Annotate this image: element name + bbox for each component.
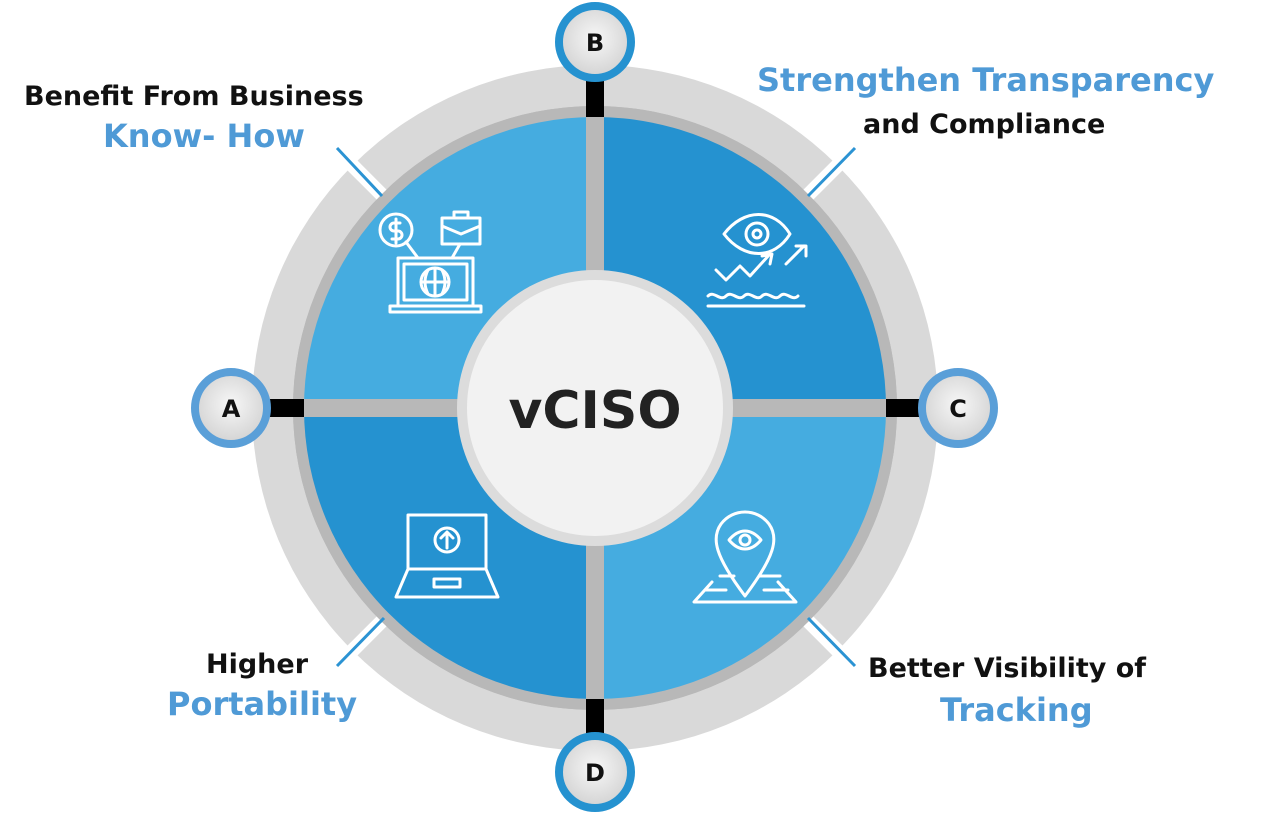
pointer-lines: [335, 146, 857, 668]
marker-d: D: [555, 732, 635, 812]
benefit-3-subtitle: Portability: [167, 685, 358, 723]
business-laptop-icon: [378, 210, 483, 314]
marker-b: B: [555, 2, 635, 82]
svg-text:C: C: [949, 395, 967, 423]
svg-text:A: A: [222, 395, 241, 423]
laptop-upload-icon: [394, 513, 500, 599]
benefit-4-title: Better Visibility of: [868, 653, 1147, 684]
eye-growth-icon: [706, 213, 808, 308]
svg-text:D: D: [585, 759, 605, 787]
center-label: vCISO: [508, 381, 681, 441]
marker-c: C: [918, 368, 998, 448]
benefit-2-title: Strengthen Transparency: [757, 61, 1215, 99]
benefit-1-title: Benefit From Business: [24, 81, 364, 112]
marker-a: A: [191, 368, 271, 448]
location-eye-icon: [692, 510, 798, 604]
benefit-3-title: Higher: [206, 649, 309, 680]
connectors: [268, 80, 922, 736]
benefit-1-subtitle: Know- How: [103, 117, 305, 155]
benefit-2-subtitle: and Compliance: [863, 109, 1106, 140]
center-circle: [467, 280, 723, 536]
benefit-4-subtitle: Tracking: [940, 691, 1093, 729]
svg-text:B: B: [586, 29, 604, 57]
